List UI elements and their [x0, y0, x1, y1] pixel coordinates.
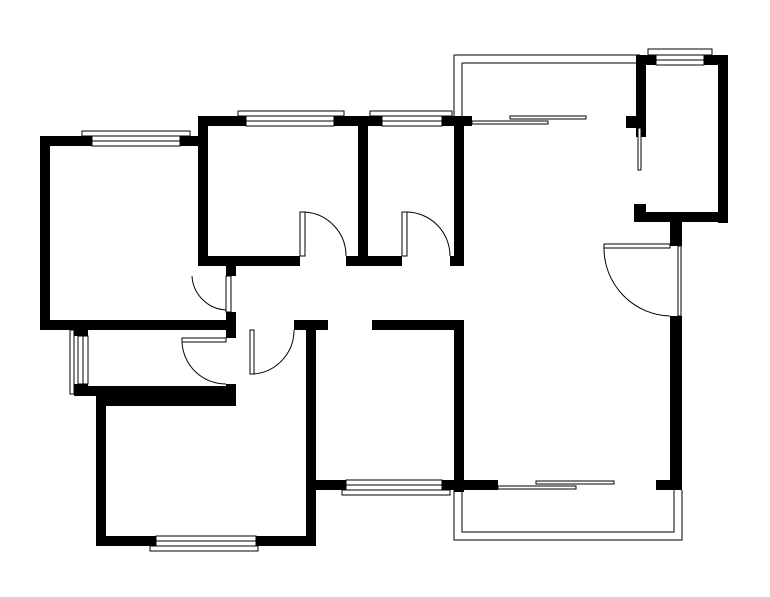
- wall-segment: [306, 320, 316, 546]
- wall-segment: [198, 256, 300, 266]
- wall-segment: [670, 316, 682, 490]
- wall-segment: [358, 116, 368, 266]
- wall-segment: [704, 55, 728, 65]
- wall-segment: [372, 320, 464, 330]
- wall-segment: [96, 396, 106, 546]
- wall-segment: [226, 256, 236, 276]
- window-middle-bedroom: [237, 110, 345, 127]
- doors: [181, 211, 682, 385]
- wall-segment: [346, 256, 402, 266]
- wall-segment: [718, 55, 728, 223]
- wall-segment: [454, 320, 464, 492]
- wall-segment: [96, 536, 156, 546]
- door-left-bedroom: [191, 275, 232, 313]
- wall-segment: [442, 480, 498, 490]
- door-middle-bedroom: [299, 211, 347, 257]
- wall-segment: [256, 536, 316, 546]
- window-left-bedroom: [81, 130, 191, 147]
- wall-segment: [454, 116, 464, 266]
- balcony-top-right: [453, 54, 640, 116]
- wall-segment: [226, 312, 236, 338]
- wall-segment: [96, 396, 236, 406]
- wall-segment: [74, 386, 236, 396]
- sliding-door-top-right-room: [637, 127, 642, 171]
- walls: [40, 55, 728, 546]
- door-bathroom: [401, 211, 451, 257]
- wall-segment: [656, 480, 682, 490]
- wall-segment: [634, 204, 646, 222]
- wall-segment: [670, 220, 682, 246]
- wall-segment: [226, 384, 236, 406]
- wall-segment: [626, 116, 646, 128]
- wall-segment: [636, 55, 646, 137]
- wall-segment: [180, 136, 208, 146]
- wall-segment: [40, 136, 50, 330]
- wall-segment: [306, 480, 346, 490]
- windows: [69, 48, 713, 552]
- sliding-door-top-balcony: [471, 115, 587, 125]
- window-bathroom: [369, 110, 453, 127]
- wall-segment: [634, 212, 728, 222]
- window-bottom-left-bedroom: [149, 535, 259, 552]
- door-living-room-entrance: [603, 243, 682, 317]
- window-top-right-room: [647, 48, 713, 66]
- balcony-bottom: [453, 490, 683, 541]
- sliding-door-bottom-balcony: [497, 480, 615, 490]
- wall-segment: [40, 320, 236, 330]
- wall-segment: [450, 256, 464, 266]
- window-bottom-middle: [341, 479, 451, 496]
- wall-segment: [198, 116, 246, 126]
- window-small-room-left: [69, 329, 89, 395]
- sliding-doors: [471, 115, 642, 490]
- wall-segment: [40, 136, 92, 146]
- door-small-room: [181, 337, 227, 385]
- wall-segment: [198, 116, 208, 266]
- door-bottom-left-bedroom: [249, 329, 295, 375]
- wall-segment: [74, 320, 88, 336]
